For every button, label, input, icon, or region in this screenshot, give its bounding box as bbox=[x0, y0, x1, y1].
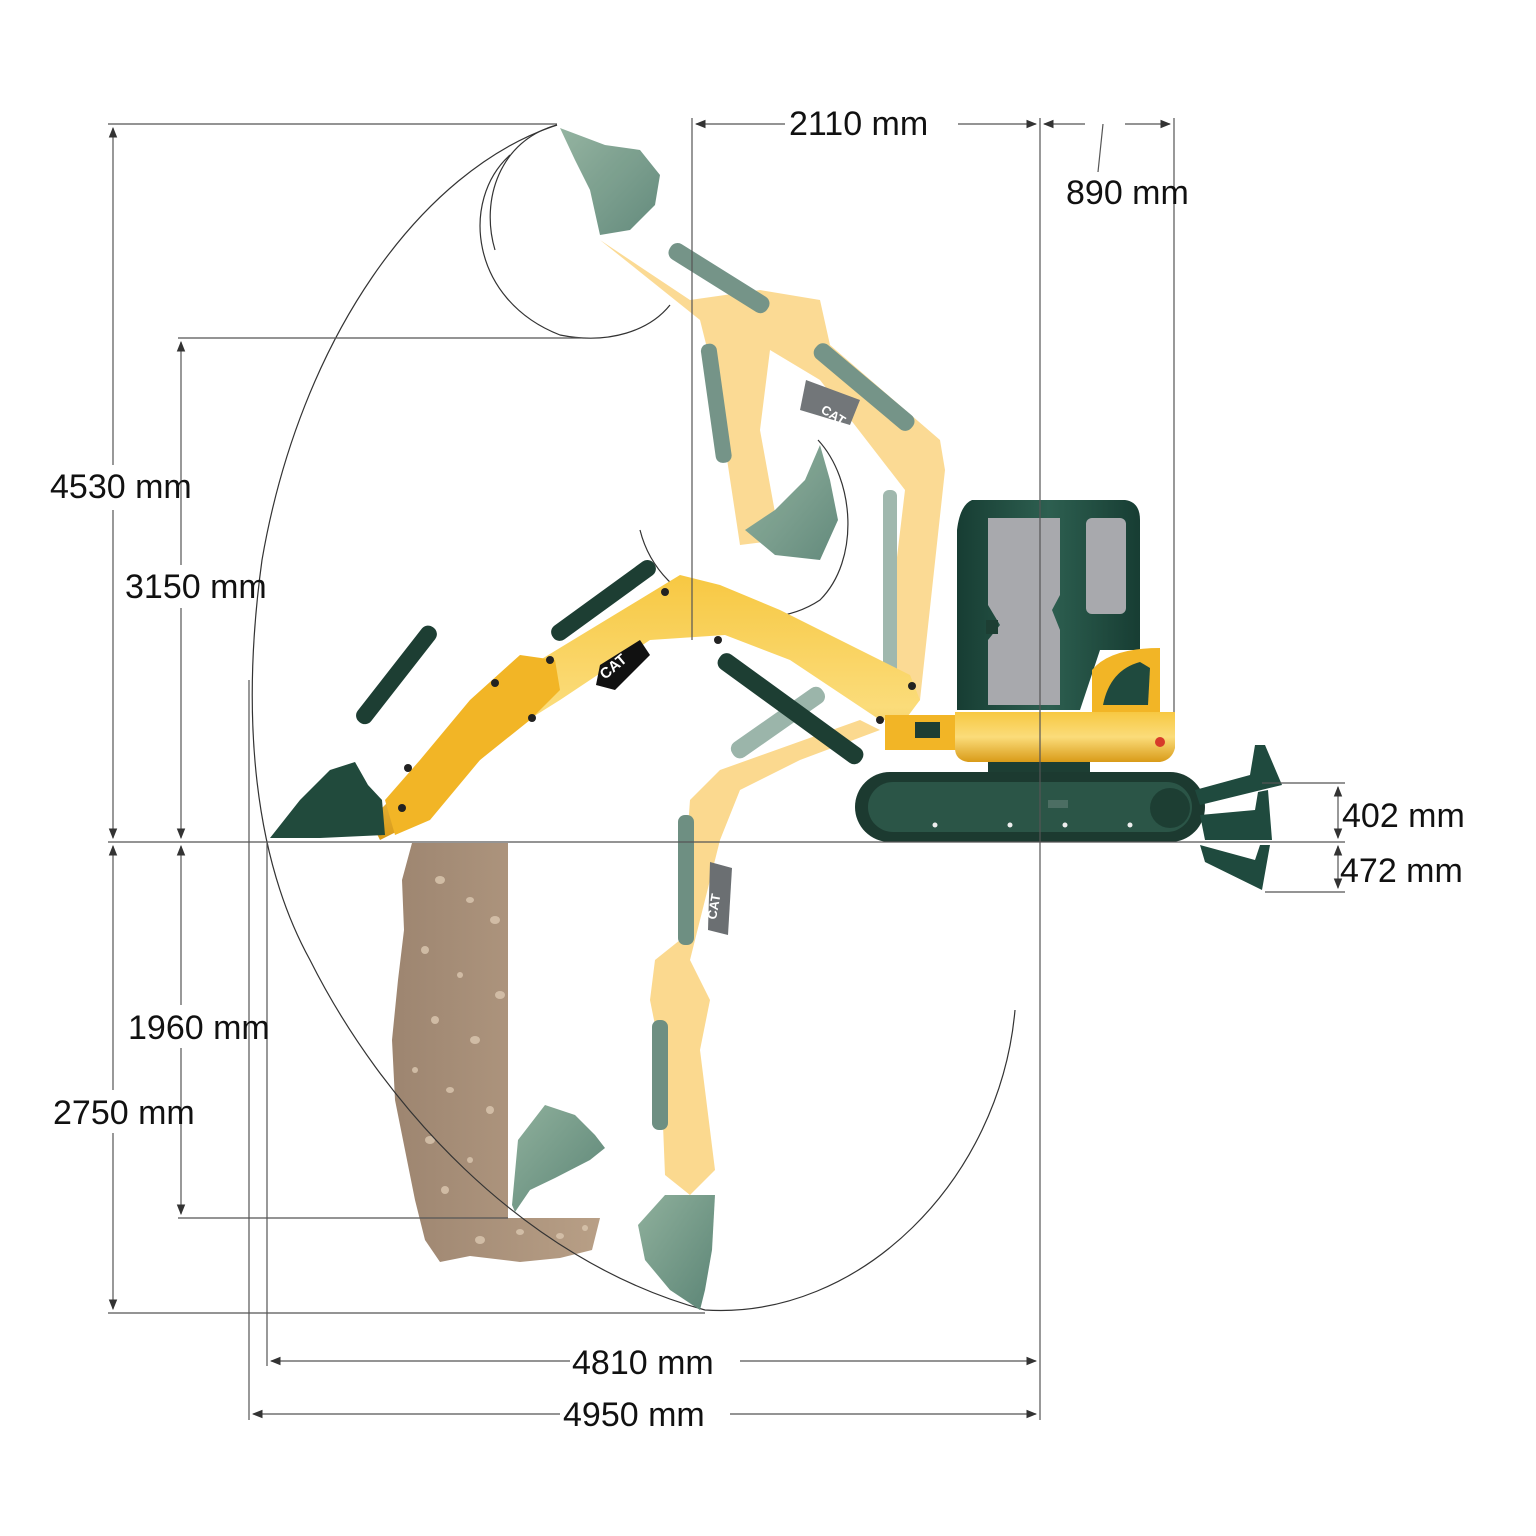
ghost-arm-bottom: CAT bbox=[638, 686, 880, 1310]
dim-blade-raise: 402 mm bbox=[1342, 797, 1465, 835]
dimension-lines bbox=[108, 118, 1345, 1420]
svg-text:CAT: CAT bbox=[704, 892, 723, 920]
main-arm: CAT bbox=[270, 559, 920, 840]
dim-blade-drop: 472 mm bbox=[1340, 852, 1463, 890]
reach-envelope bbox=[251, 124, 1016, 1312]
dim-max-reach: 4950 mm bbox=[563, 1396, 705, 1434]
dim-max-dump-height: 3150 mm bbox=[125, 568, 267, 606]
dim-reach-at-ground: 4810 mm bbox=[572, 1344, 714, 1382]
dim-max-dig-height: 4530 mm bbox=[50, 468, 192, 506]
soil-trench bbox=[392, 843, 600, 1262]
ghost-bucket-trench bbox=[512, 1105, 605, 1212]
dim-tail-swing: 890 mm bbox=[1066, 174, 1189, 212]
ghost-arm-top: CAT bbox=[560, 128, 945, 720]
dim-front-swing-radius: 2110 mm bbox=[789, 105, 929, 143]
dim-max-dig-depth: 2750 mm bbox=[53, 1094, 195, 1132]
excavator-body bbox=[855, 500, 1282, 890]
dim-vertical-wall-depth: 1960 mm bbox=[128, 1009, 270, 1047]
